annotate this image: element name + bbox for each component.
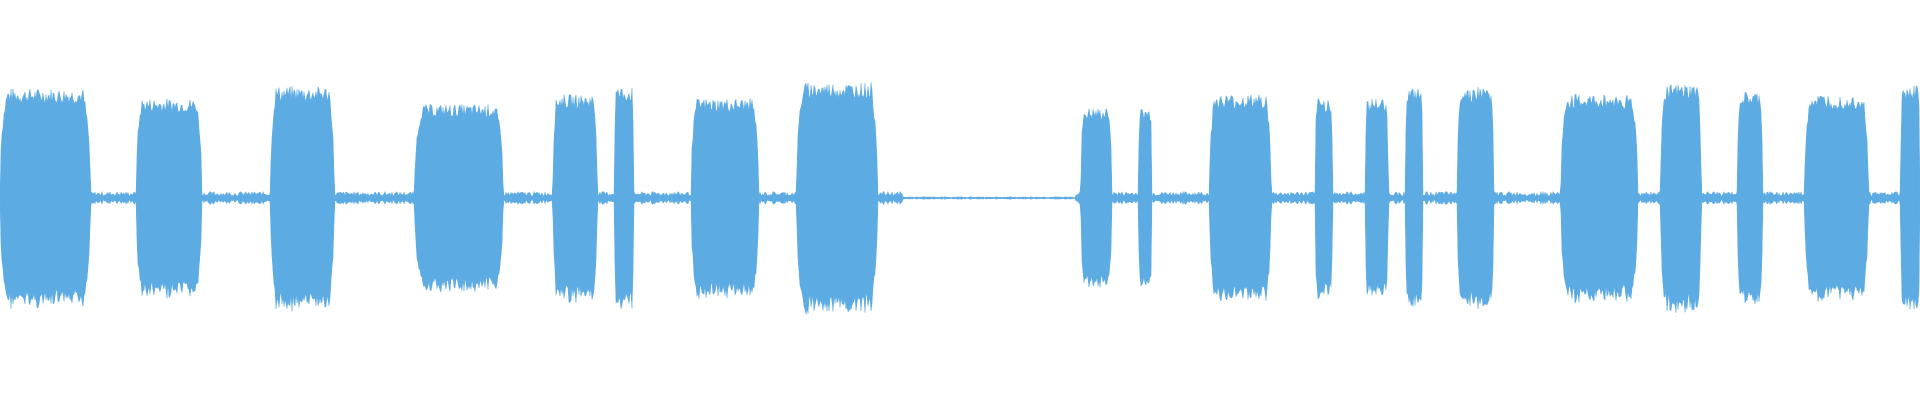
waveform-chart (0, 82, 1920, 315)
waveform-svg (0, 82, 1920, 315)
